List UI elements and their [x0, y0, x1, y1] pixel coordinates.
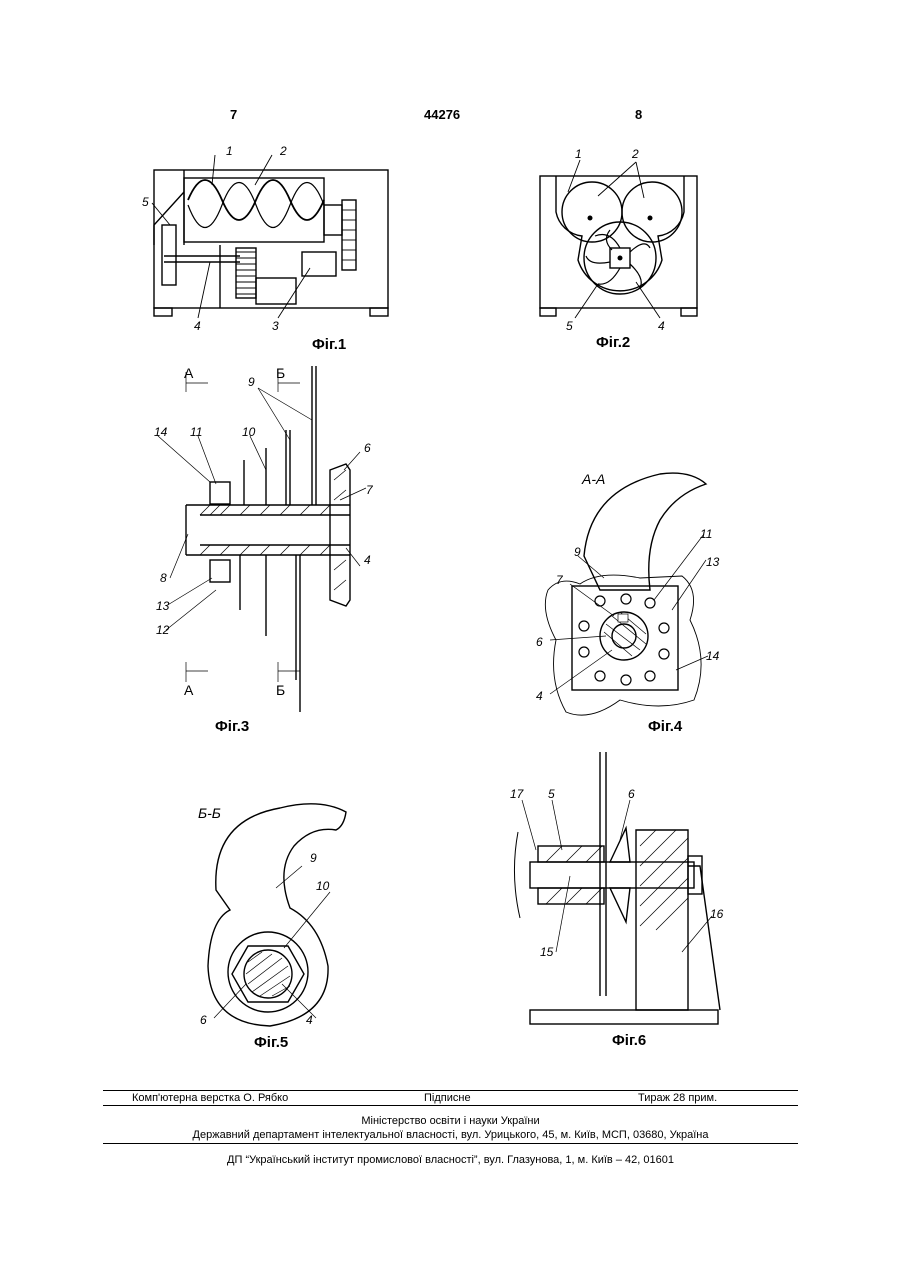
footer-institute: ДП “Український інститут промислової вла… [103, 1154, 798, 1166]
fig6-part-16: 16 [710, 907, 724, 921]
fig6-part-15: 15 [540, 945, 554, 959]
footer-department: Державний департамент інтелектуальної вл… [103, 1129, 798, 1141]
fig6-part-6: 6 [628, 787, 635, 801]
footer-rule-bottom [103, 1143, 798, 1144]
footer-rule-top [103, 1090, 798, 1091]
footer-signed: Підписне [424, 1092, 471, 1104]
figure-6-label: Фіг.6 [612, 1032, 646, 1049]
footer-ministry: Міністерство освіти і науки України [103, 1115, 798, 1127]
footer-circulation: Тираж 28 прим. [638, 1092, 717, 1104]
fig6-part-5: 5 [548, 787, 555, 801]
footer-rule-middle [103, 1105, 798, 1106]
fig6-part-17: 17 [510, 787, 525, 801]
footer-layout-credit: Комп'ютерна верстка О. Рябко [132, 1092, 288, 1104]
